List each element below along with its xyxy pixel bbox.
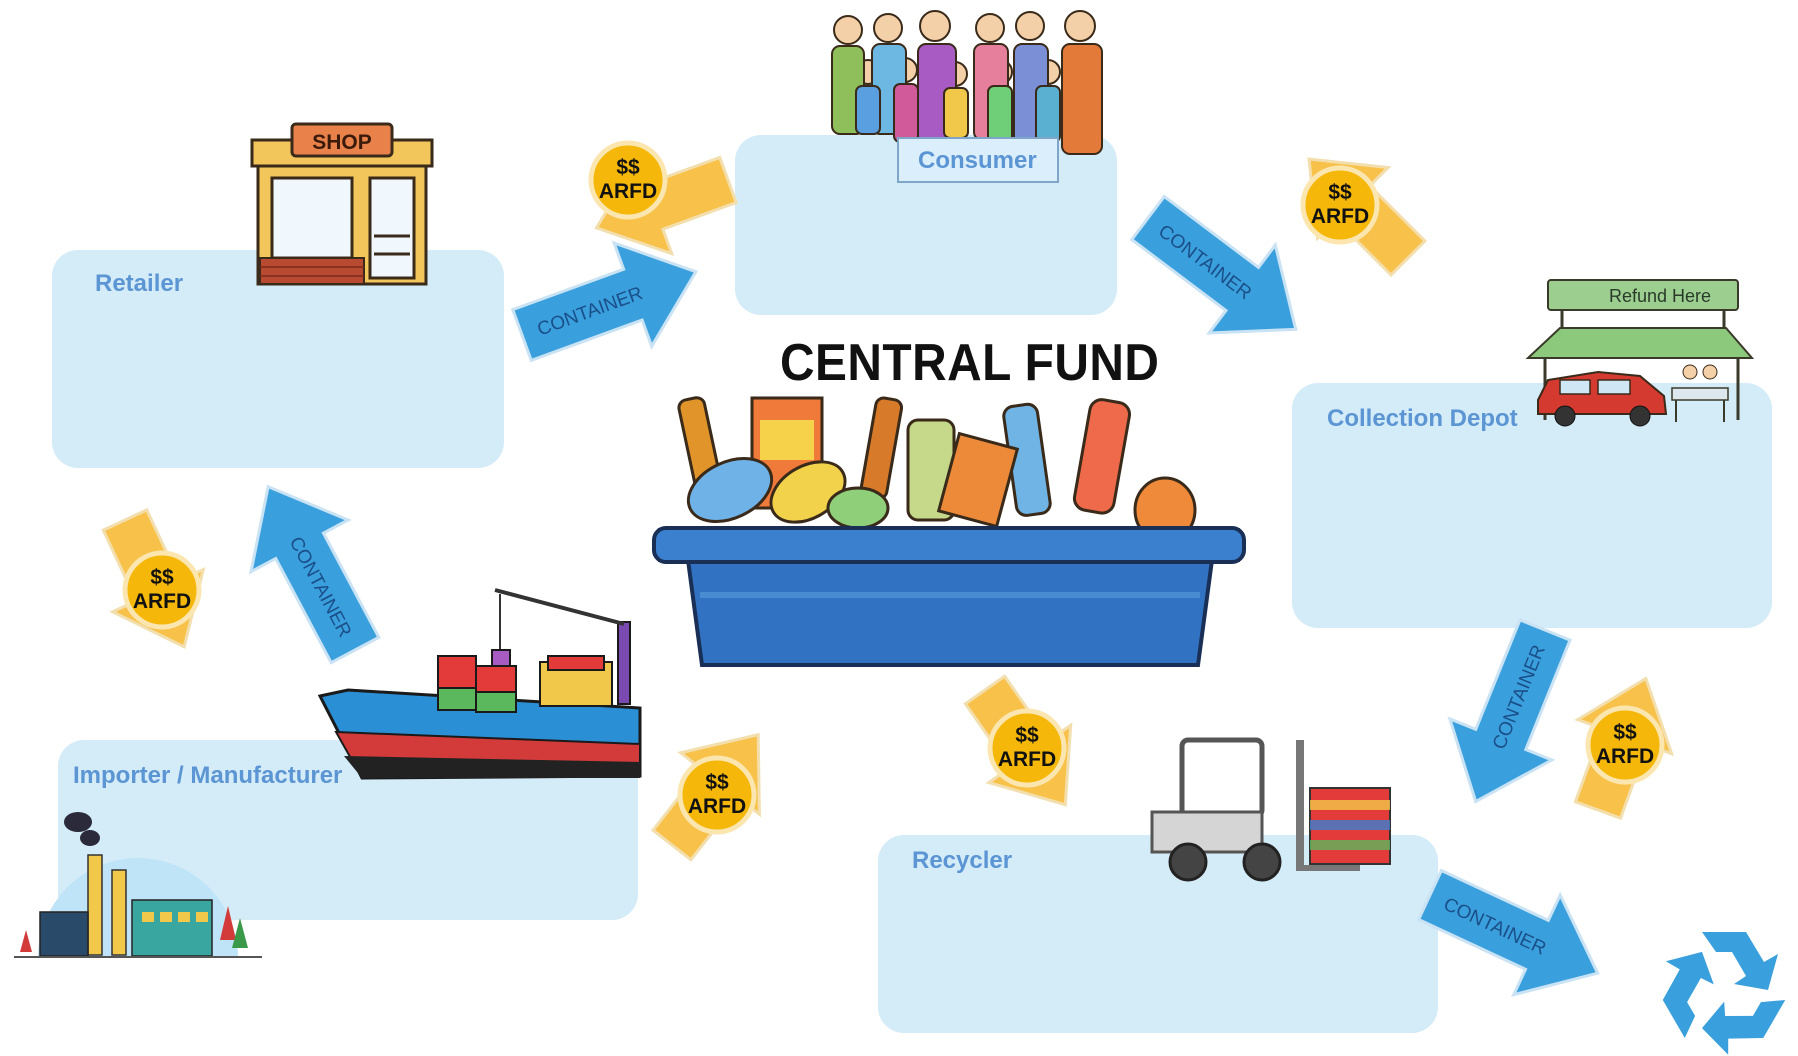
ship-illustration [317,588,642,780]
svg-text:$$: $$ [616,156,640,179]
svg-text:ARFD: ARFD [1311,205,1369,228]
central-fund-title: CENTRAL FUND [780,334,1160,392]
container-arrow-importer-to-retailer: CONTAINER [218,459,406,678]
arfd-coin: $$ ARFD [1300,165,1380,245]
svg-text:$$: $$ [1015,724,1039,747]
forklift-illustration [1150,737,1391,882]
container-arrow-retailer-to-consumer: CONTAINER [501,218,717,389]
recycler-label: Recycler [912,847,1013,874]
svg-text:ARFD: ARFD [998,748,1056,771]
shop-illustration: SHOP [250,122,434,286]
retailer-panel [52,250,504,468]
retailer-label: Retailer [95,270,184,297]
svg-text:ARFD: ARFD [1596,745,1654,768]
factory-illustration [14,812,262,958]
importer-label: Importer / Manufacturer [73,762,343,789]
svg-text:$$: $$ [1613,721,1637,744]
svg-text:ARFD: ARFD [688,795,746,818]
shop-sign: SHOP [312,131,372,154]
arfd-coin: $$ ARFD [1585,705,1665,785]
svg-text:ARFD: ARFD [599,180,657,203]
svg-text:$$: $$ [1328,181,1352,204]
svg-text:$$: $$ [705,771,729,794]
collection-depot-illustration: Refund Here [1525,279,1755,427]
collection-depot-panel [1292,383,1772,628]
svg-text:$$: $$ [150,566,174,589]
container-arrow-depot-to-recycler: CONTAINER [1423,607,1598,824]
consumer-crowd-illustration [831,10,1103,183]
arfd-coin: $$ ARFD [987,708,1067,788]
arfd-coin: $$ ARFD [588,140,668,220]
central-fund-bin-illustration [652,396,1246,667]
arfd-coin: $$ ARFD [677,755,757,835]
refund-sign: Refund Here [1609,286,1711,306]
collection-depot-label: Collection Depot [1327,405,1518,432]
recycling-icon [1662,932,1786,1055]
svg-text:ARFD: ARFD [133,590,191,613]
consumer-label: Consumer [918,147,1037,174]
arfd-coin: $$ ARFD [122,550,202,630]
container-arrow-recycler-to-recycling: CONTAINER [1405,843,1623,1025]
